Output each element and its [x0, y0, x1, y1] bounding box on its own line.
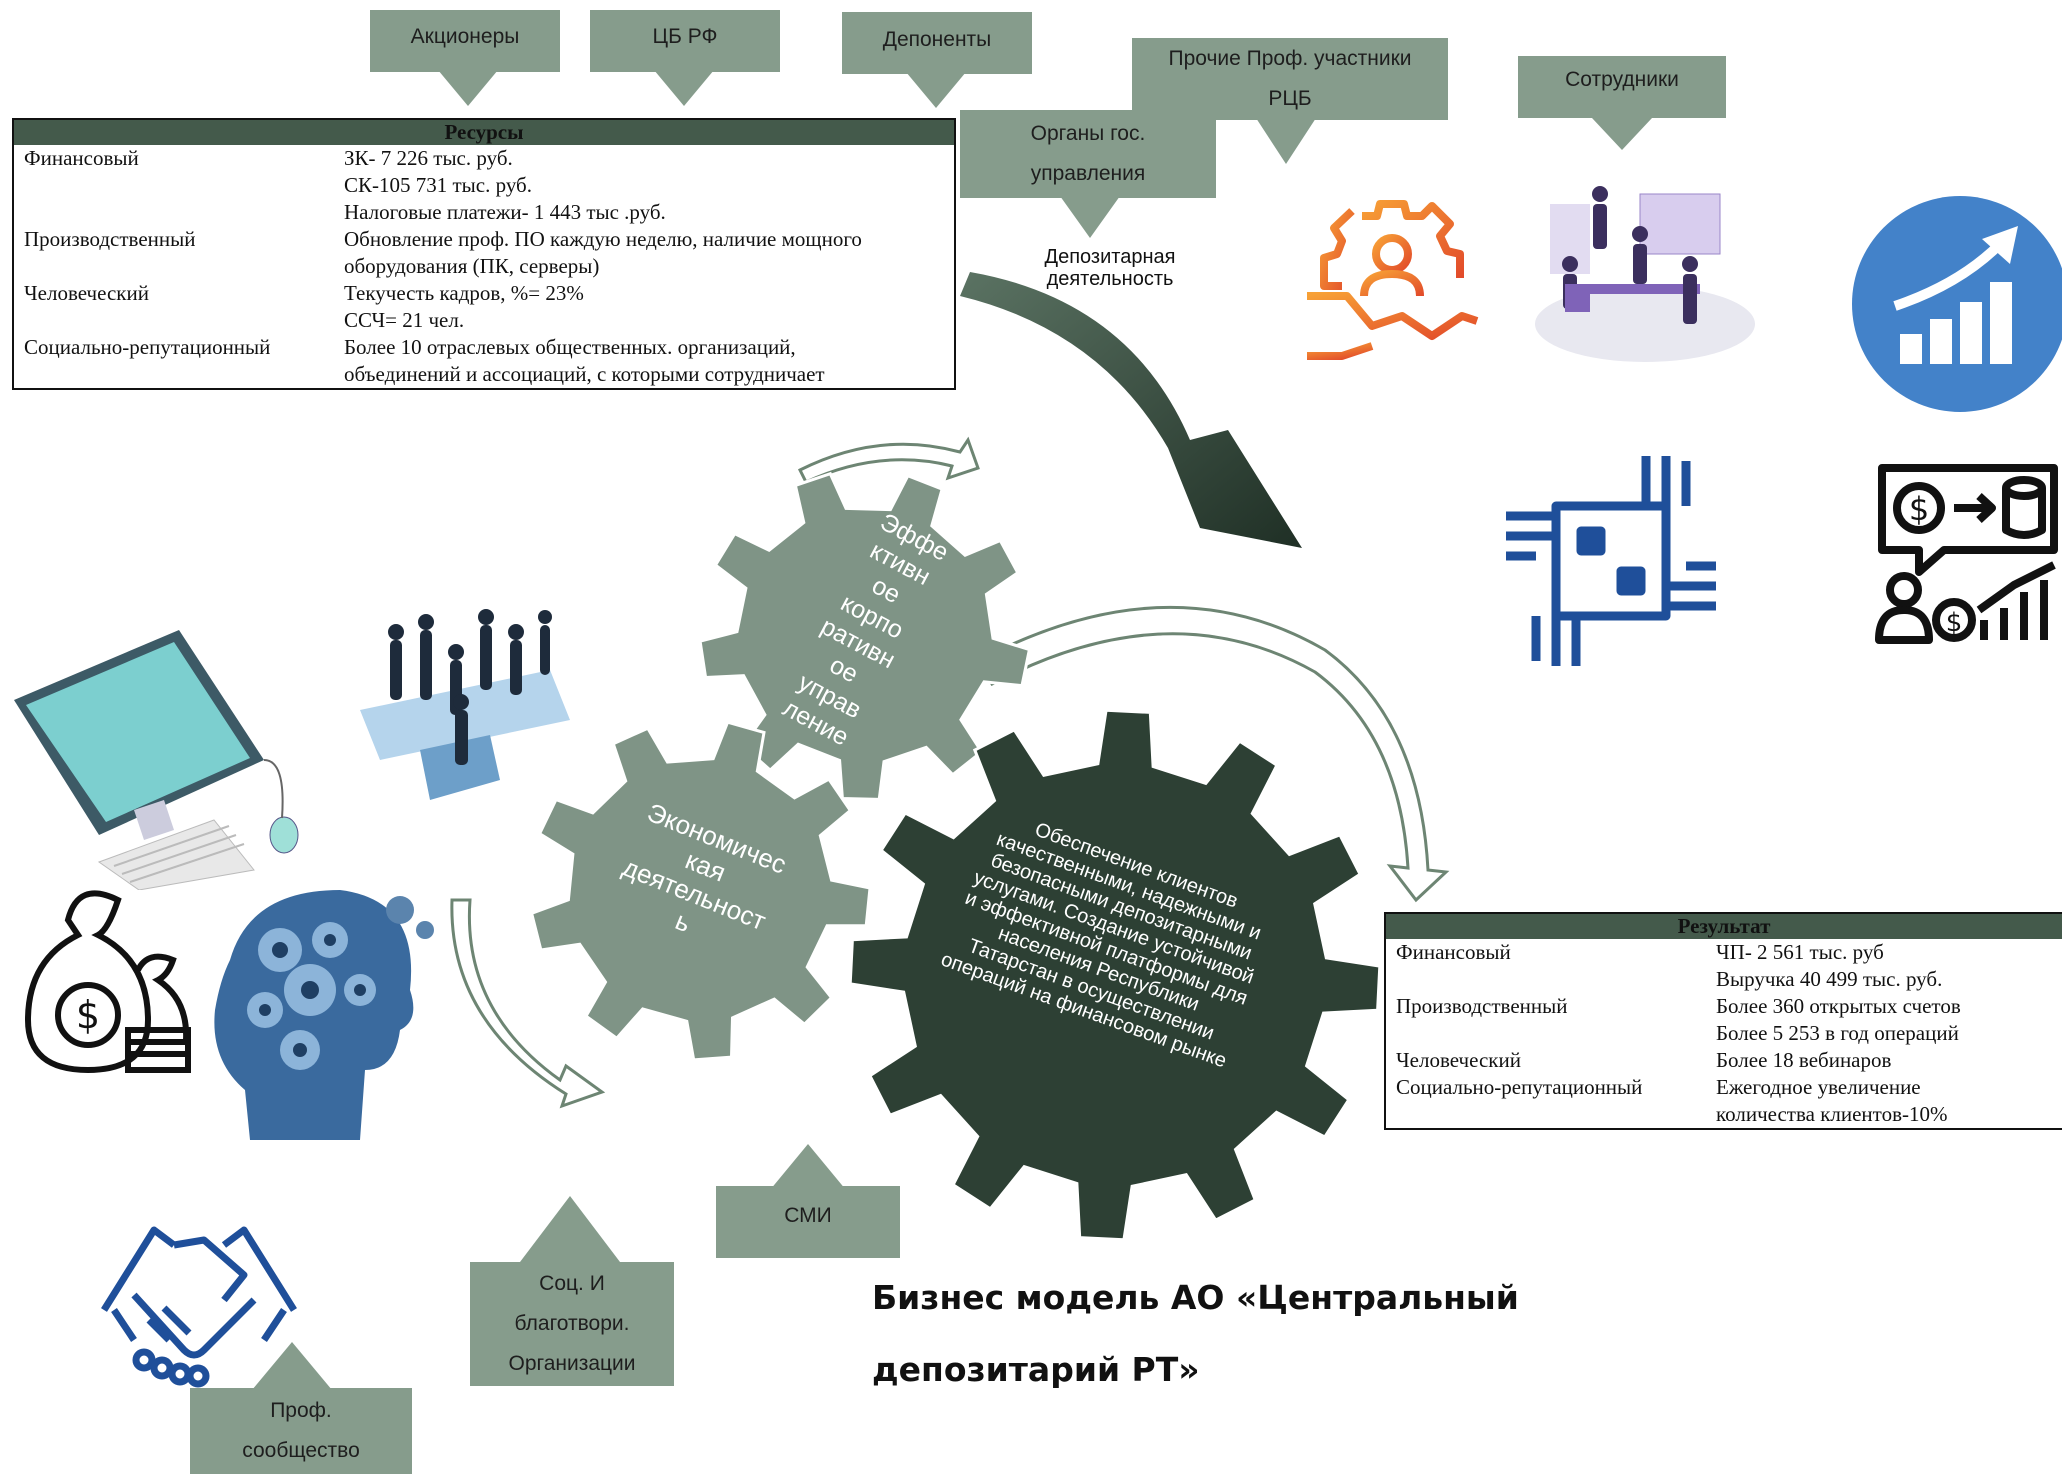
results-row: Человеческий Более 18 вебинаров	[1385, 1047, 2062, 1074]
resources-label	[13, 307, 334, 334]
finance-exchange-icon: $ $	[1875, 464, 2058, 644]
resources-label: Финансовый	[24, 146, 139, 170]
results-label	[1385, 966, 1706, 993]
results-row: количества клиентов-10%	[1385, 1101, 2062, 1129]
resources-label: Производственный	[24, 227, 196, 251]
results-label	[1385, 1020, 1706, 1047]
results-header: Результат	[1385, 913, 2062, 939]
callout-gov-bodies: Органы гос. управления	[960, 110, 1216, 198]
resources-label	[13, 199, 334, 226]
handshake-icon	[101, 1226, 297, 1388]
callout-media: СМИ	[716, 1186, 900, 1258]
page-title-line2: депозитарий РТ»	[872, 1350, 1200, 1389]
arrow-down-icon	[1256, 118, 1316, 164]
depository-label: Депозитарная деятельность	[1044, 246, 1176, 290]
resources-value: ЗК- 7 226 тыс. руб.	[344, 146, 513, 170]
resources-label	[13, 253, 334, 280]
resources-label	[13, 172, 334, 199]
results-label: Социально-репутационный	[1396, 1075, 1643, 1099]
resources-label: Социально-репутационный	[24, 335, 271, 359]
gear-economic	[529, 720, 872, 1062]
results-label: Человеческий	[1396, 1048, 1521, 1072]
results-row: Выручка 40 499 тыс. руб.	[1385, 966, 2062, 993]
resources-row: ССЧ= 21 чел.	[13, 307, 955, 334]
resources-value: Текучесть кадров, %= 23%	[344, 281, 584, 305]
results-row: Социально-репутационный Ежегодное увеличе…	[1385, 1074, 2062, 1101]
results-row: Более 5 253 в год операций	[1385, 1020, 2062, 1047]
people-puzzle-icon	[360, 609, 570, 800]
arrow-down-icon	[1060, 196, 1120, 238]
resources-row: Налоговые платежи- 1 443 тыс .руб.	[13, 199, 955, 226]
results-value: ЧП- 2 561 тыс. руб	[1716, 940, 1884, 964]
growth-chart-icon	[1852, 196, 2062, 412]
callout-other-participants: Прочие Проф. участники РЦБ	[1132, 38, 1448, 120]
resources-label	[13, 361, 334, 389]
resources-value: СК-105 731 тыс. руб.	[344, 173, 532, 197]
resources-header: Ресурсы	[13, 119, 955, 145]
arrow-up-icon	[520, 1196, 620, 1262]
results-value: количества клиентов-10%	[1716, 1102, 1948, 1126]
callout-social-orgs: Соц. И благотвори. Организации	[470, 1262, 674, 1386]
resources-value: Более 10 отраслевых общественных. органи…	[344, 335, 796, 359]
callout-prof-community: Проф. сообщество	[190, 1388, 412, 1474]
svg-text:$: $	[76, 993, 100, 1037]
resources-value: оборудования (ПК, серверы)	[344, 254, 600, 278]
arrow-down-icon	[438, 70, 498, 106]
resources-label: Человеческий	[24, 281, 149, 305]
resources-row: Социально-репутационный Более 10 отраслев…	[13, 334, 955, 361]
arrow-up-icon	[252, 1342, 332, 1390]
callout-depositors: Депоненты	[842, 12, 1032, 74]
arrow-up-icon	[770, 1144, 846, 1190]
results-label	[1385, 1101, 1706, 1129]
gear-governance	[698, 471, 1032, 801]
arrow-down-icon	[906, 72, 966, 108]
teamwork-gear-icon	[1307, 200, 1479, 360]
resources-value: Обновление проф. ПО каждую неделю, налич…	[344, 227, 862, 251]
results-value: Более 360 открытых счетов	[1716, 994, 1961, 1018]
money-bags-icon: $	[24, 890, 191, 1074]
arrow-down-icon	[654, 70, 714, 106]
svg-text:$: $	[1909, 490, 1929, 528]
svg-text:$: $	[1946, 608, 1963, 638]
resources-row: Финансовый ЗК- 7 226 тыс. руб.	[13, 145, 955, 172]
results-label: Финансовый	[1396, 940, 1511, 964]
gear-head-icon	[214, 890, 434, 1140]
callout-shareholders: Акционеры	[370, 10, 560, 72]
results-value: Выручка 40 499 тыс. руб.	[1716, 967, 1943, 991]
office-team-icon	[1535, 186, 1755, 362]
gear-main	[848, 708, 1382, 1242]
hands-square-icon	[1506, 456, 1716, 666]
resources-table: Ресурсы Финансовый ЗК- 7 226 тыс. руб. СК-…	[12, 118, 956, 390]
arrow-down-icon	[1592, 118, 1652, 150]
callout-central-bank: ЦБ РФ	[590, 10, 780, 72]
resources-row: Человеческий Текучесть кадров, %= 23%	[13, 280, 955, 307]
resources-value: объединений и ассоциаций, с которыми сот…	[344, 362, 825, 386]
page-title-line1: Бизнес модель АО «Центральный	[872, 1278, 1519, 1317]
results-value: Ежегодное увеличение	[1716, 1075, 1921, 1099]
resources-row: СК-105 731 тыс. руб.	[13, 172, 955, 199]
resources-row: оборудования (ПК, серверы)	[13, 253, 955, 280]
resources-value: ССЧ= 21 чел.	[344, 308, 465, 332]
results-row: Финансовый ЧП- 2 561 тыс. руб	[1385, 939, 2062, 966]
results-label: Производственный	[1396, 994, 1568, 1018]
resources-row: Производственный Обновление проф. ПО кажд…	[13, 226, 955, 253]
callout-employees: Сотрудники	[1518, 56, 1726, 118]
results-value: Более 18 вебинаров	[1716, 1048, 1892, 1072]
computer-icon	[14, 630, 299, 890]
resources-value: Налоговые платежи- 1 443 тыс .руб.	[344, 200, 666, 224]
results-value: Более 5 253 в год операций	[1716, 1021, 1959, 1045]
resources-row: объединений и ассоциаций, с которыми сот…	[13, 361, 955, 389]
results-row: Производственный Более 360 открытых счето…	[1385, 993, 2062, 1020]
